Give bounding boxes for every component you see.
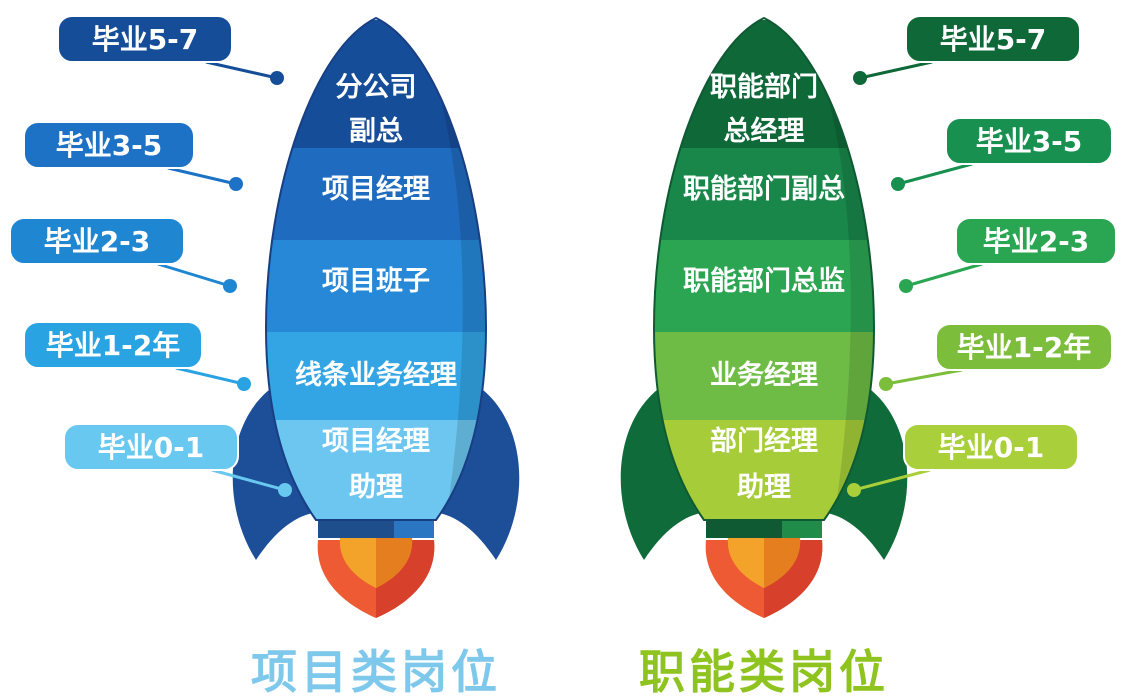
career-stage-tag: 毕业0-1 [63,423,292,497]
rocket-title: 项目类岗位 [251,645,501,696]
rocket-flame-inner-shade [376,538,413,588]
tag-text: 毕业0-1 [938,431,1045,464]
tag-box [903,423,1079,471]
rocket-band [266,148,486,240]
career-stage-tag: 毕业2-3 [9,217,237,293]
tag-connector [167,166,237,186]
tag-text: 毕业1-2年 [46,329,181,362]
tag-box [935,323,1113,371]
career-stage-tag: 毕业1-2年 [879,323,1113,391]
tag-connector-dot [899,279,913,293]
tag-connector [211,468,286,492]
tag-connector [885,368,963,386]
tag-text: 毕业2-3 [983,225,1090,258]
career-stage-tag: 毕业5-7 [57,15,284,85]
tag-connector-dot [891,177,905,191]
tier-label: 项目经理 [322,173,430,205]
rocket-band [654,148,874,240]
tag-box [9,217,185,265]
tag-box [23,121,195,169]
tier-label: 业务经理 [710,359,818,391]
tag-text: 毕业3-5 [56,129,163,162]
tier-label: 部门经理助理 [710,425,818,503]
rocket-outline [264,16,488,521]
rocket-band [654,240,874,332]
tier-label: 项目班子 [322,266,430,297]
career-stage-tag: 毕业0-1 [847,423,1079,497]
tag-box [63,423,239,471]
rocket-band [266,332,486,420]
rocket-fin-right [434,380,520,560]
rocket-fin-left [232,380,318,560]
tag-connector [853,468,931,492]
tag-connector-dot [853,71,867,85]
career-stage-tag: 毕业1-2年 [23,321,251,391]
tier-label: 线条业务经理 [295,359,457,391]
career-stage-tag: 毕业3-5 [891,117,1113,191]
tag-text: 毕业2-3 [44,225,151,258]
tag-text: 毕业0-1 [98,431,205,464]
tier-label: 职能部门总监 [683,265,845,297]
tier-label: 分公司副总 [336,72,417,147]
tag-connector-dot [223,279,237,293]
rocket-title: 职能类岗位 [639,645,889,696]
tag-connector-dot [278,483,292,497]
tag-connector-dot [847,483,861,497]
rocket-outline [652,16,876,521]
career-stage-tag: 毕业5-7 [853,15,1081,85]
career-stage-tag: 毕业2-3 [899,217,1117,293]
rocket-band [654,332,874,420]
rocket-band [266,240,486,332]
rocket-flame-inner-shade [764,538,801,588]
tag-box [905,15,1081,63]
tag-connector-dot [879,377,893,391]
tier-label: 项目经理助理 [322,425,430,503]
tier-label: 职能部门副总 [683,173,845,205]
tag-connector [175,366,245,386]
tag-box [955,217,1117,265]
tag-text: 毕业1-2年 [957,331,1092,364]
tag-connector-dot [229,177,243,191]
tag-connector [157,262,231,288]
tag-connector [897,162,973,186]
tag-connector [859,60,933,80]
career-stage-tag: 毕业3-5 [23,121,243,191]
tag-connector-dot [237,377,251,391]
tag-box [57,15,233,63]
rocket-fin-right [822,380,908,560]
tag-connector [905,262,983,288]
tag-text: 毕业3-5 [976,125,1083,158]
rocket-fin-left [620,380,706,560]
tag-text: 毕业5-7 [92,23,199,56]
tag-box [23,321,203,369]
tier-label: 职能部门总经理 [710,71,818,147]
tag-box [945,117,1113,165]
tag-text: 毕业5-7 [940,23,1047,56]
tag-connector-dot [270,71,284,85]
tag-connector [205,60,278,80]
